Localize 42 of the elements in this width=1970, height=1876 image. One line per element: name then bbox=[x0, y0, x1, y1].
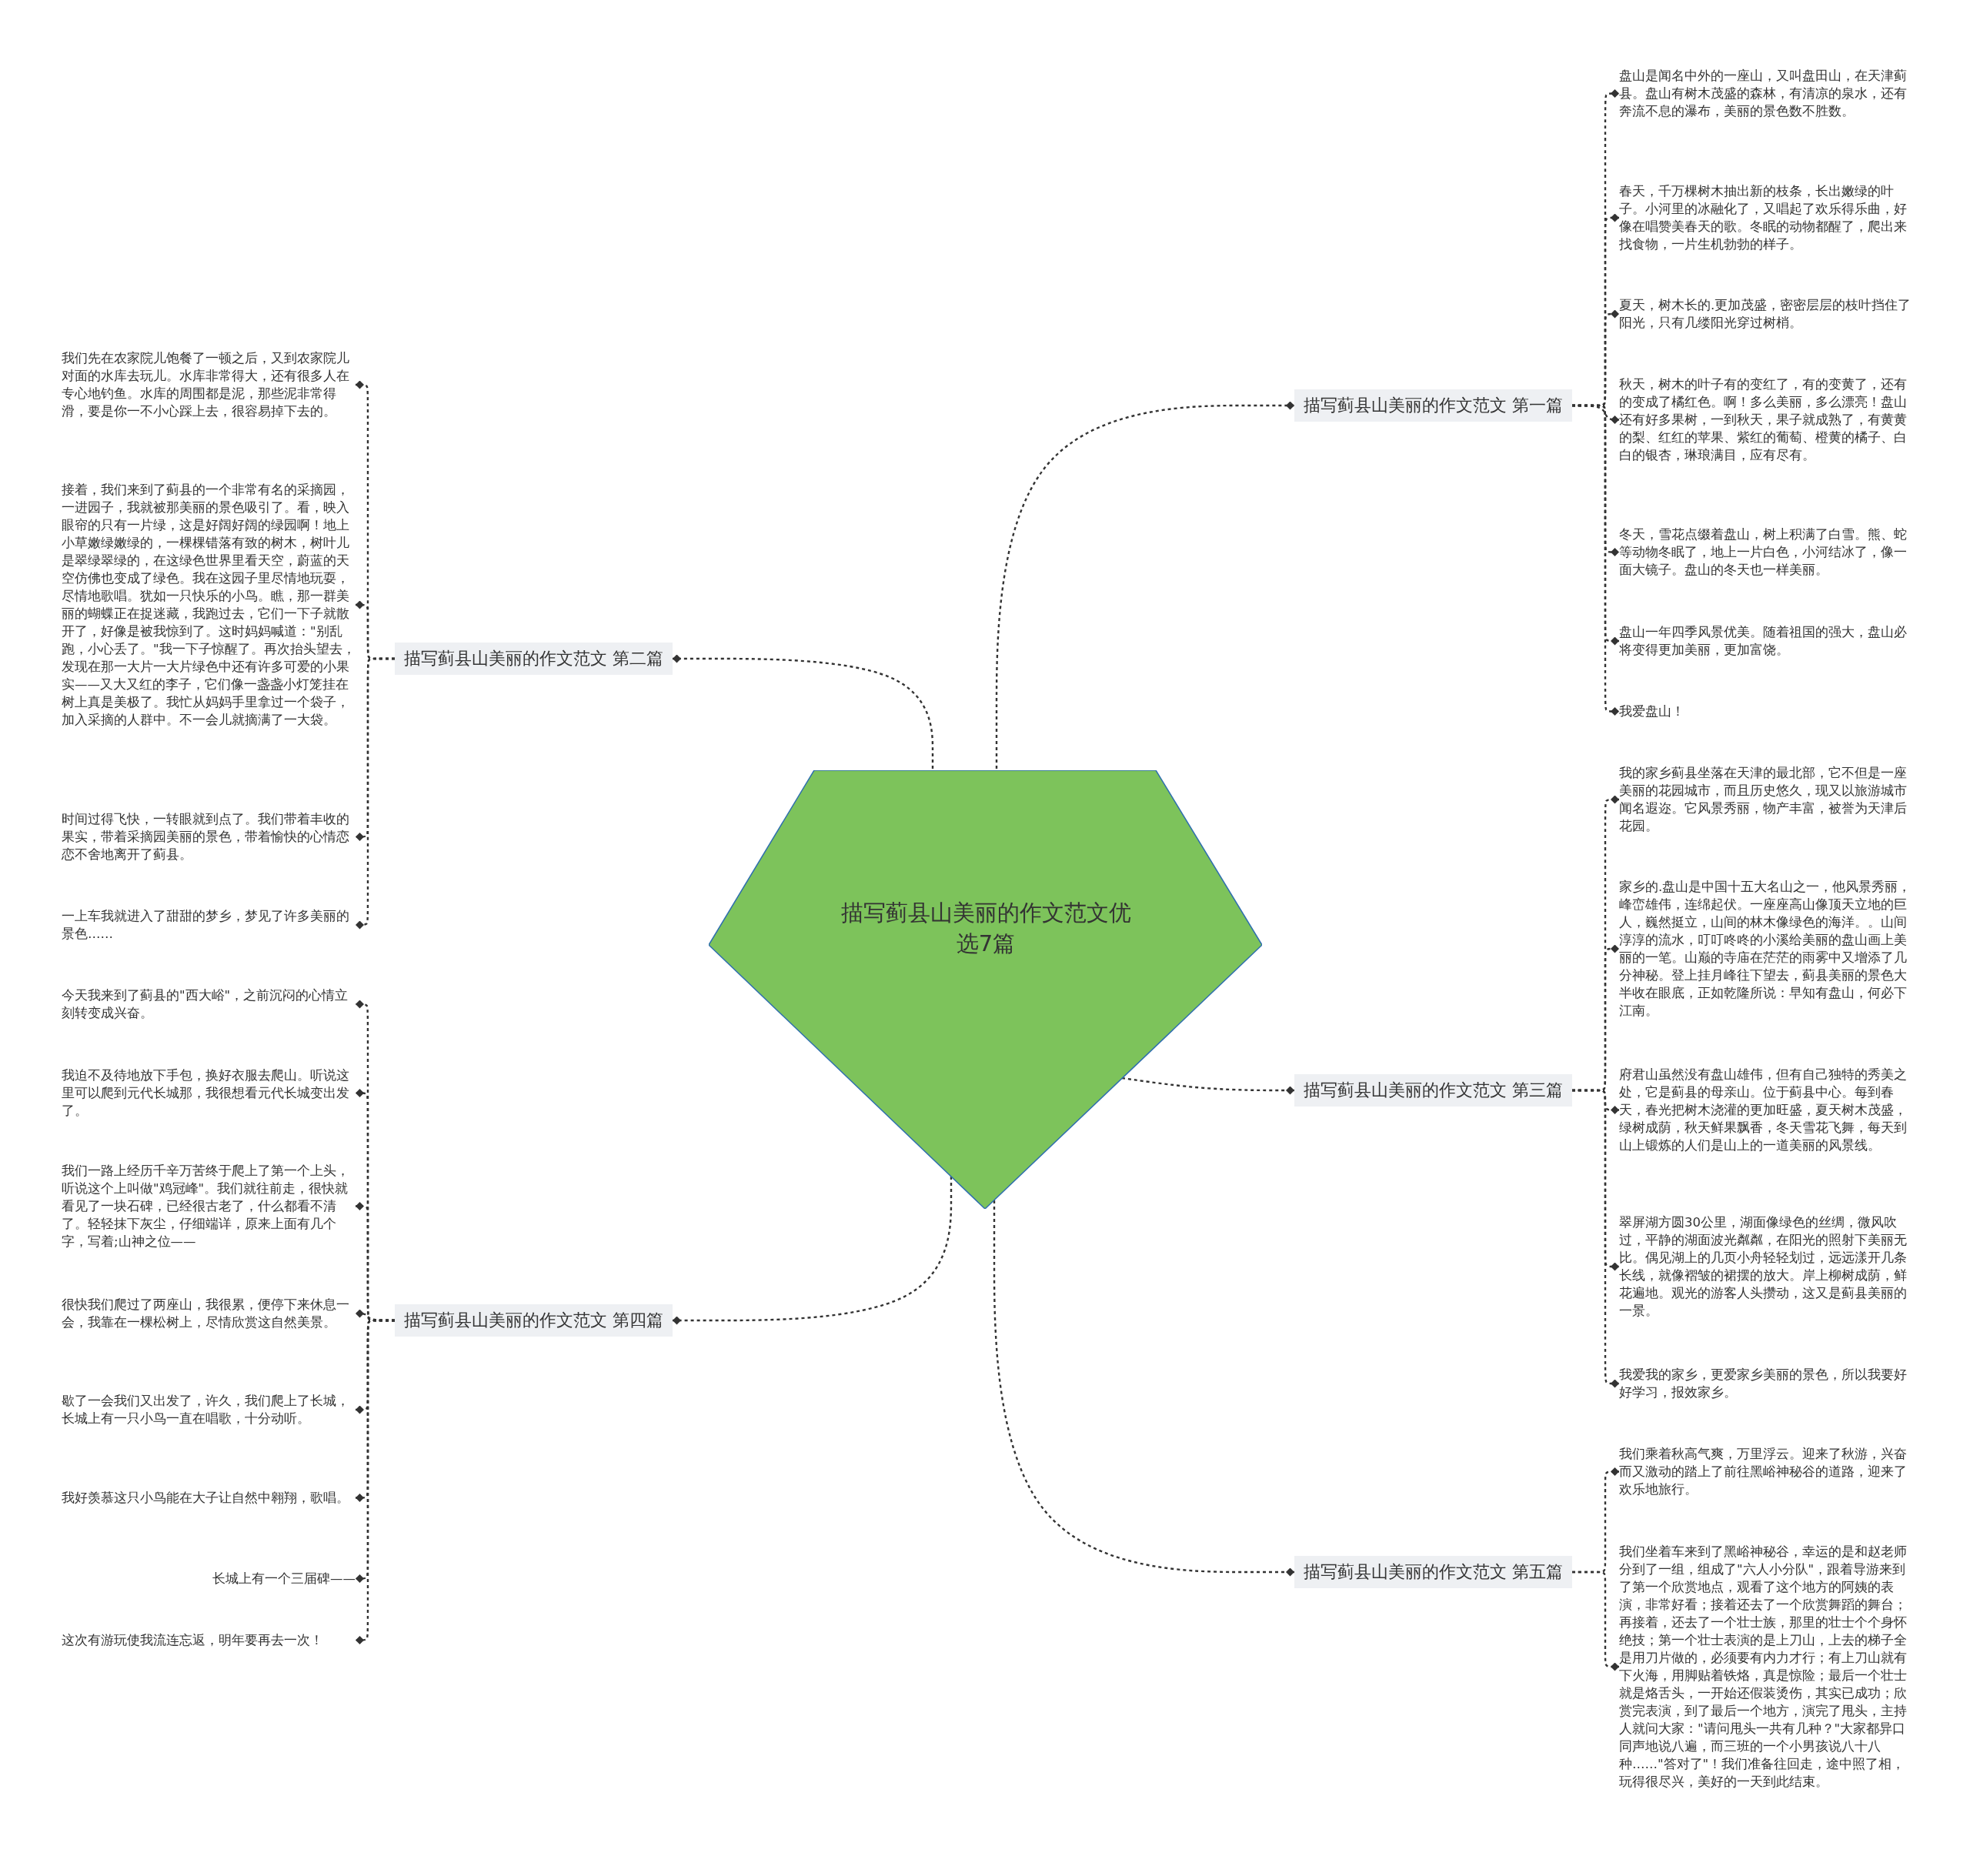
paragraph-text: 我迫不及待地放下手包，换好衣服去爬山。听说这里可以爬到元代长城那，我很想看元代长城变出发了。 bbox=[62, 1067, 356, 1120]
paragraph-text: 这次有游玩使我流连忘返，明年要再去一次！ bbox=[62, 1631, 356, 1649]
paragraph-text: 冬天，雪花点缀着盘山，树上积满了白雪。熊、蛇等动物冬眠了，地上一片白色，小河结冰了，像一面大镜子。盘山的冬天也一样美丽。 bbox=[1619, 526, 1913, 579]
paragraph-text: 我的家乡蓟县坐落在天津的最北部，它不但是一座美丽的花园城市，而且历史悠久，现又以旅游城市闻名遐迩。它风景秀丽，物产丰富，被誉为天津后花园。 bbox=[1619, 764, 1913, 835]
paragraph-text: 我爱我的家乡，更爱家乡美丽的景色，所以我要好好学习，报效家乡。 bbox=[1619, 1366, 1913, 1401]
paragraph-text: 今天我来到了蓟县的"西大峪"，之前沉闷的心情立刻转变成兴奋。 bbox=[62, 986, 356, 1022]
connector bbox=[1572, 1089, 1619, 1388]
connector bbox=[1572, 1571, 1619, 1671]
paragraph-text: 盘山一年四季风景优美。随着祖国的强大，盘山必将变得更加美丽，更加富饶。 bbox=[1619, 623, 1913, 659]
connector bbox=[993, 1200, 1294, 1577]
paragraph-text: 春天，千万棵树木抽出新的枝条，长出嫩绿的叶子。小河里的冰融化了，又唱起了欢乐得乐曲，好像在唱赞美春天的歌。冬眠的动物都醒了，爬出来找食物，一片生机勃勃的样子。 bbox=[1619, 182, 1913, 253]
branch-label: 描写蓟县山美丽的作文范文 第三篇 bbox=[1294, 1074, 1572, 1107]
branch-label: 描写蓟县山美丽的作文范文 第一篇 bbox=[1294, 389, 1572, 422]
paragraph-text: 夏天，树木长的.更加茂盛，密密层层的枝叶挡住了阳光，只有几缕阳光穿过树梢。 bbox=[1619, 296, 1913, 332]
topic-text: 描写蓟县山美丽的作文范文优选7篇 bbox=[840, 899, 1132, 958]
connector bbox=[355, 657, 395, 930]
branch-label: 描写蓟县山美丽的作文范文 第二篇 bbox=[395, 643, 673, 675]
connector bbox=[355, 1319, 395, 1644]
paragraph-text: 我们坐着车来到了黑峪神秘谷，幸运的是和赵老师分到了一组，组成了"六人小分队"，跟着导游来到了第一个欣赏地点，观看了这个地方的阿姨的表演，非常好看；接着还去了一个欣赏舞蹈的舞台；再接着，还去了一个壮士族，那里的壮士个个身怀绝技；第一个壮士表演的是上刀山，上去的梯子全是用刀片做的，必须要有内力才行；有上刀山就有下火海，用脚贴着铁烙，真是惊险；最后一个壮士就是烙舌头，一开始还假装烫伤，其实已成功；欣赏完表演，到了最后一个地方，演完了甩头，主持人就问大家："请问甩头一共有几种？"大家都异口同声地说八遍，而三班的一个小男孩说八十八种……"答对了"！我们准备往回走，途中照了相，玩得很尽兴，美好的一天到此结束。 bbox=[1619, 1543, 1913, 1791]
paragraph-text: 很快我们爬过了两座山，我很累，便停下来休息一会，我靠在一棵松树上，尽情欣赏这自然美景。 bbox=[62, 1296, 356, 1331]
paragraph-text: 家乡的.盘山是中国十五大名山之一，他风景秀丽，峰峦雄伟，连绵起伏。一座座高山像顶天立地的巨人，巍然挺立，山间的林木像绿色的海洋。。山间淳淳的流水，叮叮咚咚的小溪给美丽的盘山画上美丽的一笔。山巅的寺庙在茫茫的雨雾中又增添了几分神秘。登上挂月峰往下望去，蓟县美丽的景色大半收在眼底，正如乾隆所说：早知有盘山，何必下江南。 bbox=[1619, 878, 1913, 1020]
paragraph-text: 我好羡慕这只小鸟能在大子让自然中翱翔，歌唱。 bbox=[62, 1489, 356, 1507]
connector bbox=[1572, 404, 1619, 716]
paragraph-text: 我们一路上经历千辛万苦终于爬上了第一个上头，听说这个上叫做"鸡冠峰"。我们就往前走，很快就看见了一块石碑，已经很古老了，什么都看不清了。轻轻抹下灰尘，仔细端详，原来上面有几个字，写着;山神之位—— bbox=[62, 1162, 356, 1250]
paragraph-text: 府君山虽然没有盘山雄伟，但有自己独特的秀美之处，它是蓟县的母亲山。位于蓟县中心。每到春天，春光把树木浇灌的更加旺盛，夏天树木茂盛，绿树成荫，秋天鲜果飘香，冬天雪花飞舞，每天到山上锻炼的人们是山上的一道美丽的风景线。 bbox=[1619, 1066, 1913, 1154]
paragraph-text: 歇了一会我们又出发了，许久，我们爬上了长城，长城上有一只小鸟一直在唱歌，十分动听。 bbox=[62, 1392, 356, 1427]
paragraph-text: 一上车我就进入了甜甜的梦乡，梦见了许多美丽的景色…… bbox=[62, 907, 356, 943]
branch-label: 描写蓟县山美丽的作文范文 第四篇 bbox=[395, 1304, 673, 1337]
paragraph-text: 翠屏湖方圆30公里，湖面像绿色的丝绸，微风吹过，平静的湖面波光粼粼，在阳光的照射下美丽无比。偶见湖上的几页小舟轻轻划过，远远漾开几条长线，就像褶皱的裙摆的放大。岸上柳树成荫，鲜花遍地。观光的游客人头攒动，这又是蓟县美丽的一景。 bbox=[1619, 1213, 1913, 1320]
paragraph-text: 我们先在农家院儿饱餐了一顿之后，又到农家院儿对面的水库去玩儿。水库非常得大，还有很多人在专心地钓鱼。水库的周围都是泥，那些泥非常得滑，要是你一不小心踩上去，很容易掉下去的。 bbox=[62, 349, 356, 420]
branch-label: 描写蓟县山美丽的作文范文 第五篇 bbox=[1294, 1556, 1572, 1588]
connector bbox=[673, 654, 934, 769]
paragraph-text: 秋天，树木的叶子有的变红了，有的变黄了，还有的变成了橘红色。啊！多么美丽，多么漂亮！盘山还有好多果树，一到秋天，果子就成熟了，有黄黄的梨、红红的苹果、紫红的葡萄、橙黄的橘子、白白的银杏，琳琅满目，应有尽有。 bbox=[1619, 376, 1913, 464]
paragraph-text: 盘山是闻名中外的一座山，又叫盘田山，在天津蓟县。盘山有树木茂盛的森林，有清凉的泉水，还有奔流不息的瀑布，美丽的景色数不胜数。 bbox=[1619, 67, 1913, 120]
paragraph-text: 接着，我们来到了蓟县的一个非常有名的采摘园，一进园子，我就被那美丽的景色吸引了。看，映入眼帘的只有一片绿，这是好阔好阔的绿园啊！地上小草嫩绿嫩绿的，一棵棵错落有致的树木，树叶儿是翠绿翠绿的，在这绿色世界里看天空，蔚蓝的天空仿佛也变成了绿色。我在这园子里尽情地玩耍，尽情地歌唱。犹如一只快乐的小鸟。瞧，那一群美丽的蝴蝶正在捉迷藏，我跑过去，它们一下子就散开了，好像是被我惊到了。这时妈妈喊道："别乱跑，小心丢了。"我一下子惊醒了。再次抬头望去，发现在那一大片一大片绿色中还有许多可爱的小果实——又大又红的李子，它们像一盏盏小灯笼挂在树上真是美极了。我忙从妈妈手里拿过一个袋子，加入采摘的人群中。不一会儿就摘满了一大袋。 bbox=[62, 481, 356, 729]
connector bbox=[995, 401, 1294, 769]
paragraph-text: 长城上有一个三届碑—— bbox=[62, 1570, 356, 1587]
connector bbox=[673, 1177, 953, 1325]
paragraph-text: 我爱盘山！ bbox=[1619, 703, 1913, 720]
paragraph-text: 时间过得飞快，一转眼就到点了。我们带着丰收的果实，带着采摘园美丽的景色，带着愉快的心情恋恋不舍地离开了蓟县。 bbox=[62, 810, 356, 863]
paragraph-text: 我们乘着秋高气爽，万里浮云。迎来了秋游，兴奋而又激动的踏上了前往黑峪神秘谷的道路，迎来了欢乐地旅行。 bbox=[1619, 1445, 1913, 1498]
connector bbox=[1121, 1077, 1294, 1095]
